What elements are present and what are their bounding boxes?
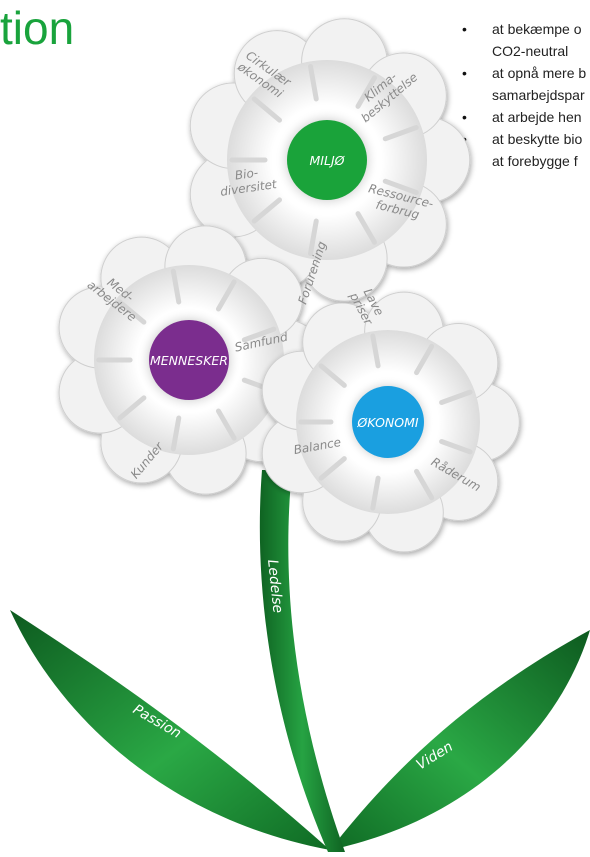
petal-crease	[382, 125, 419, 142]
petal-crease	[355, 211, 377, 245]
petal-crease	[215, 279, 237, 312]
page-title: tion	[0, 2, 75, 54]
mennesker-center-label: MENNESKER	[150, 353, 228, 368]
petal-crease	[355, 75, 377, 109]
petal-crease	[251, 197, 283, 224]
okonomi-center	[352, 386, 424, 458]
petal-crease	[170, 268, 182, 305]
petal-crease	[414, 343, 435, 376]
right-leaf	[330, 630, 590, 850]
petal-crease	[439, 439, 473, 455]
petal-crease	[170, 415, 182, 452]
petal-crease	[117, 299, 147, 325]
petal-crease	[382, 178, 419, 195]
petal-crease	[241, 326, 277, 343]
petal-crease	[370, 475, 381, 511]
petal-crease	[370, 333, 381, 369]
petal-crease	[414, 468, 435, 501]
petal-crease	[318, 363, 347, 388]
stem	[259, 470, 345, 852]
okonomi-center-label: ØKONOMI	[356, 415, 419, 430]
petal-crease	[215, 408, 237, 441]
petal-crease	[308, 218, 319, 257]
petal-crease	[251, 96, 283, 123]
bullet-item: at arbejde hen	[462, 106, 590, 128]
left-leaf	[10, 610, 330, 850]
petal-crease	[117, 395, 147, 421]
mennesker-center	[149, 320, 229, 400]
miljo-center-label: MILJØ	[310, 153, 346, 168]
petal-crease	[308, 63, 319, 102]
petal-crease	[439, 389, 473, 405]
petal-crease	[318, 456, 347, 481]
stem-label: Ledelse	[264, 559, 286, 614]
miljo-center	[287, 120, 367, 200]
